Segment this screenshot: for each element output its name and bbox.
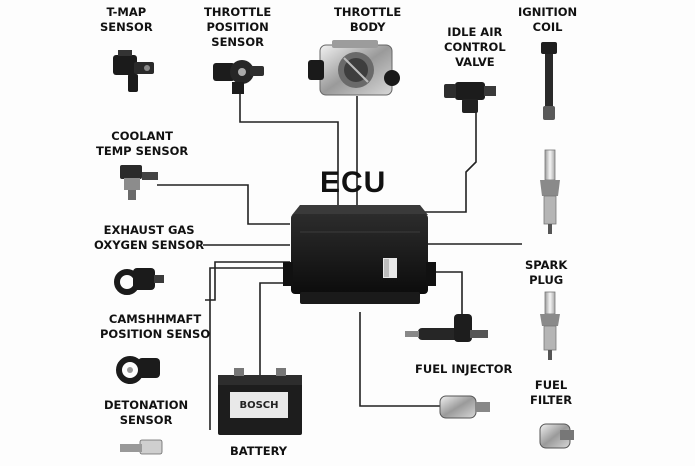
wire-fuel-filter [359, 312, 440, 407]
battery-brand: BOSCH [239, 400, 278, 411]
tmap-sensor-icon [113, 50, 154, 92]
fuel-injector-icon [405, 314, 488, 342]
idle-air-control-valve-icon [444, 82, 496, 113]
spark-plug-upper-icon [540, 149, 560, 234]
fuel-filter-icon [539, 423, 574, 449]
wire-iac [420, 108, 477, 213]
inline-fuel-filter-icon [439, 395, 490, 419]
label-throttle-body: THROTTLE BODY [334, 5, 402, 34]
wire-fuel-injector [428, 271, 463, 314]
label-exhaust-gas-oxygen-sensor: EXHAUST GAS OXYGEN SENSOR [94, 223, 205, 252]
wire-coolant [157, 184, 290, 225]
wire-battery [259, 282, 290, 378]
battery-icon: BOSCH [218, 368, 302, 435]
wire-detonation [209, 267, 300, 430]
label-idle-air-control-valve: IDLE AIR CONTROL VALVE [444, 25, 506, 69]
ecu-title: ECU [320, 166, 387, 199]
label-spark-plug: SPARK PLUG [525, 258, 568, 287]
detonation-sensor-icon [120, 439, 163, 455]
label-throttle-position-sensor: THROTTLE POSITION SENSOR [204, 5, 272, 49]
wire-tps [239, 92, 339, 210]
camshaft-sensor-icon [116, 356, 160, 384]
label-ignition-coil: IGNITION COIL [518, 5, 578, 34]
label-fuel-filter: FUEL FILTER [530, 378, 573, 407]
label-fuel-injector: FUEL INJECTOR [415, 362, 513, 376]
label-tmap-sensor: T-MAP SENSOR [100, 5, 153, 34]
wiring [157, 92, 522, 430]
oxygen-sensor-icon [114, 268, 164, 295]
spark-plug-lower-icon [540, 291, 560, 360]
label-detonation-sensor: DETONATION SENSOR [104, 398, 189, 427]
ecu-module [283, 205, 436, 304]
ignition-coil-icon [541, 42, 557, 120]
label-coolant-temp-sensor: COOLANT TEMP SENSOR [96, 129, 189, 158]
label-camshaft-position-sensor: CAMSHHMAFT POSITION SENSO [100, 312, 211, 341]
throttle-position-sensor-icon [213, 60, 264, 94]
coolant-temp-sensor-icon [120, 165, 158, 200]
throttle-body-icon [308, 40, 400, 96]
label-battery: BATTERY [230, 444, 288, 458]
